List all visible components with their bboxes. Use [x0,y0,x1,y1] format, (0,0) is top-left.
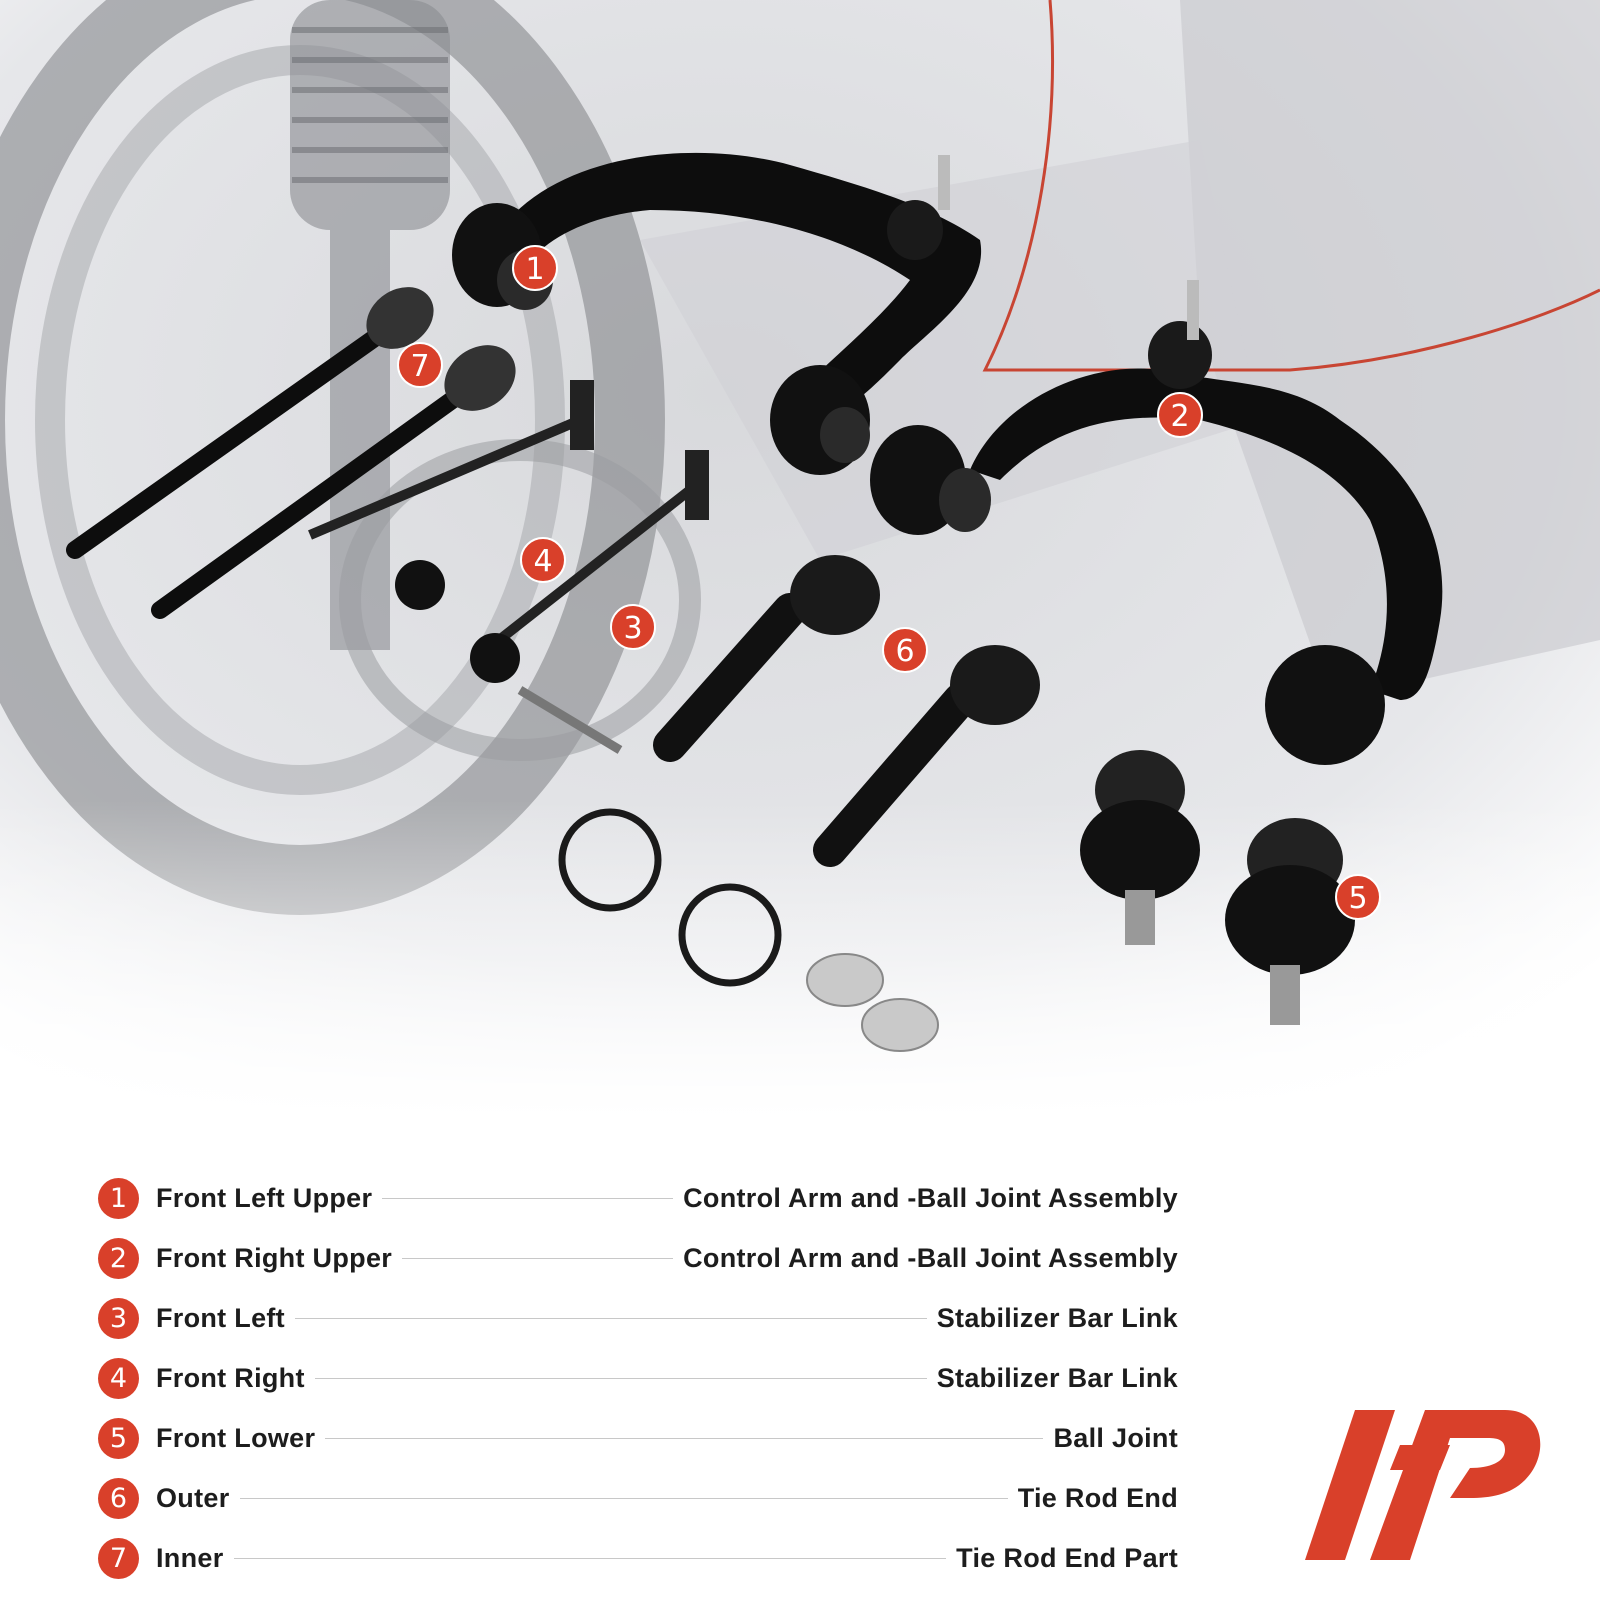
legend-number: 6 [98,1478,139,1519]
legend-part: Control Arm and -Ball Joint Assembly [683,1243,1178,1273]
a-premium-logo-icon [1305,1410,1541,1560]
legend-row: 4 Front Right Stabilizer Bar Link [98,1358,1178,1399]
legend-number: 2 [98,1238,139,1279]
legend-part: Ball Joint [1053,1423,1178,1453]
legend-number: 3 [98,1298,139,1339]
legend-row: 7 Inner Tie Rod End Part [98,1538,1178,1579]
legend-number: 5 [98,1418,139,1459]
callout-badge-3: 3 [610,604,656,650]
legend-divider [233,1558,947,1559]
callout-badge-6: 6 [882,627,928,673]
legend-position: Front Left [156,1303,285,1333]
legend-position: Front Right [156,1363,305,1393]
legend-part: Control Arm and -Ball Joint Assembly [683,1183,1178,1213]
legend-part: Tie Rod End Part [956,1543,1178,1573]
legend-divider [325,1438,1044,1439]
upper-control-arm-right [870,280,1443,765]
legend-row: 5 Front Lower Ball Joint [98,1418,1178,1459]
inner-tie-rods [66,287,516,619]
svg-text:4: 4 [533,544,552,579]
callout-badge-1: 1 [512,245,558,291]
callout-badge-7: 7 [397,342,443,388]
legend-position: Outer [156,1483,230,1513]
outer-tie-rod-ends [653,555,1040,867]
legend-row: 2 Front Right Upper Control Arm and -Bal… [98,1238,1178,1279]
legend-divider [314,1378,927,1379]
svg-text:7: 7 [410,349,429,384]
legend-part: Stabilizer Bar Link [936,1303,1178,1333]
legend-position: Front Lower [156,1423,316,1453]
legend-number: 7 [98,1538,139,1579]
svg-text:3: 3 [623,611,642,646]
lower-ball-joints [1080,750,1355,1025]
legend-divider [239,1498,1008,1499]
legend-position: Front Left Upper [156,1183,373,1213]
callout-badge-4: 4 [520,537,566,583]
legend-row: 6 Outer Tie Rod End [98,1478,1178,1519]
svg-text:1: 1 [525,252,544,287]
legend-position: Inner [156,1543,224,1573]
callout-badge-2: 2 [1157,392,1203,438]
svg-text:5: 5 [1348,881,1367,916]
legend-part: Stabilizer Bar Link [936,1363,1178,1393]
svg-text:2: 2 [1170,399,1189,434]
legend-divider [402,1258,674,1259]
legend-divider [294,1318,927,1319]
legend-divider [382,1198,674,1199]
legend-row: 1 Front Left Upper Control Arm and -Ball… [98,1178,1178,1219]
product-illustration: 1 2 3 4 5 6 7 [0,0,1600,1120]
legend-number: 1 [98,1178,139,1219]
legend-number: 4 [98,1358,139,1399]
parts-legend: 1 Front Left Upper Control Arm and -Ball… [98,1178,1178,1579]
stabilizer-bar-links [308,380,709,754]
legend-row: 3 Front Left Stabilizer Bar Link [98,1298,1178,1339]
legend-part: Tie Rod End [1017,1483,1178,1513]
legend-position: Front Right Upper [156,1243,393,1273]
svg-text:6: 6 [895,634,914,669]
snap-rings-and-washers [558,808,939,1052]
callout-badge-5: 5 [1335,874,1381,920]
